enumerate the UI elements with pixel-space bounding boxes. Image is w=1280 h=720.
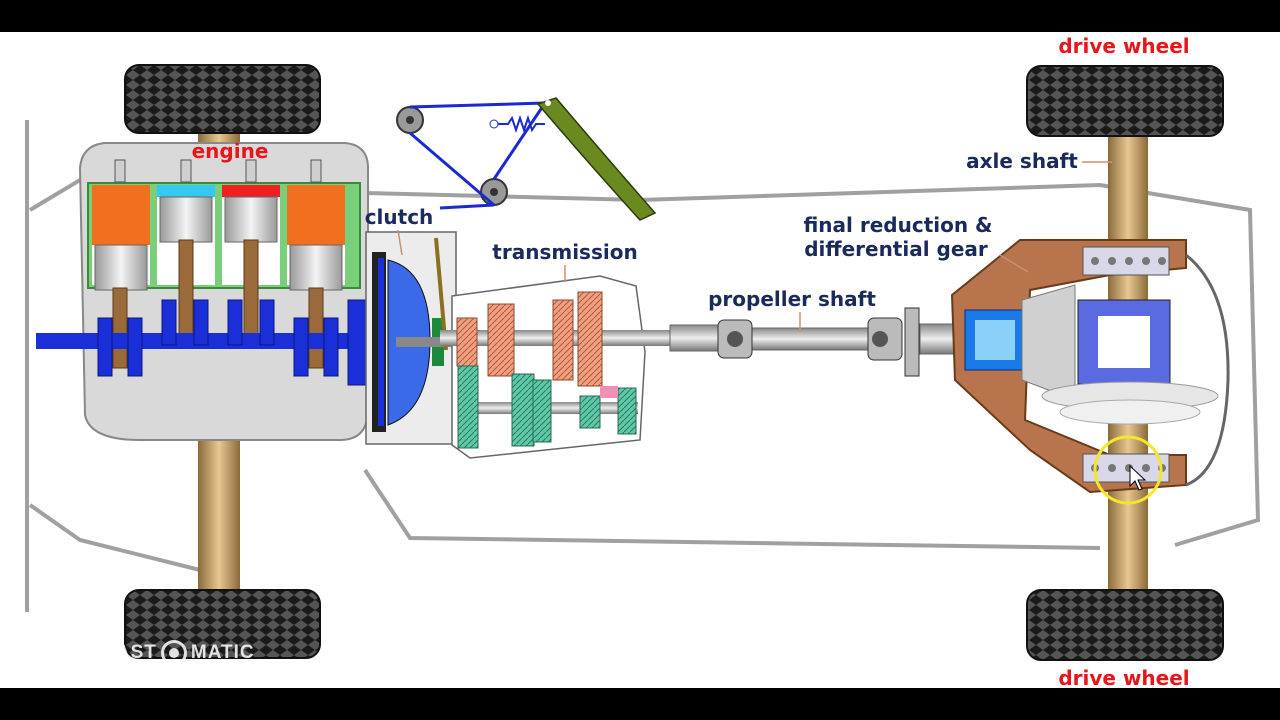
highlight-ring-icon bbox=[1093, 435, 1163, 505]
input-gears bbox=[456, 291, 603, 387]
label-drive-wheel-bottom: drive wheel bbox=[1058, 666, 1189, 690]
watermark-recorded-with: RECORDED WITH bbox=[16, 628, 117, 640]
spark-plug-icon bbox=[114, 159, 322, 183]
clutch-assembly bbox=[365, 231, 457, 445]
label-axle-shaft: axle shaft bbox=[966, 149, 1078, 173]
watermark-brand-left: SCREENCAST bbox=[16, 642, 157, 663]
screencast-watermark: RECORDED WITH SCREENCAST MATIC bbox=[16, 628, 255, 666]
cylinder-1-chamber bbox=[92, 185, 150, 245]
transmission-housing bbox=[440, 275, 710, 459]
label-drive-wheel-top: drive wheel bbox=[1058, 34, 1189, 58]
label-engine: engine bbox=[192, 139, 269, 163]
drive-wheel-bottom bbox=[1026, 589, 1224, 661]
drive-wheel-top bbox=[1026, 65, 1224, 137]
front-wheel-top bbox=[124, 64, 321, 134]
screencast-logo-icon bbox=[160, 640, 187, 666]
label-final-reduction: final reduction & bbox=[803, 213, 992, 237]
piston-2 bbox=[159, 196, 213, 243]
watermark-brand-right: MATIC bbox=[190, 642, 255, 663]
cylinder-4-chamber bbox=[287, 185, 345, 245]
engine-block bbox=[36, 142, 369, 441]
propeller-shaft bbox=[669, 307, 961, 377]
label-transmission: transmission bbox=[492, 240, 637, 264]
differential-assembly bbox=[950, 239, 1230, 494]
leader-lines bbox=[397, 161, 1112, 330]
mouse-cursor-icon bbox=[1129, 464, 1147, 491]
piston-3 bbox=[224, 196, 278, 243]
label-clutch: clutch bbox=[365, 205, 434, 229]
cylinder-2-chamber bbox=[157, 185, 215, 197]
chassis-frame bbox=[25, 120, 1261, 612]
label-propeller-shaft: propeller shaft bbox=[708, 287, 876, 311]
label-differential-gear: differential gear bbox=[804, 237, 988, 261]
counter-gears bbox=[457, 365, 637, 449]
piston-4 bbox=[289, 244, 343, 291]
cylinder-3-chamber bbox=[222, 185, 280, 197]
clutch-pedal-linkage bbox=[396, 97, 657, 221]
piston-1 bbox=[94, 244, 148, 291]
